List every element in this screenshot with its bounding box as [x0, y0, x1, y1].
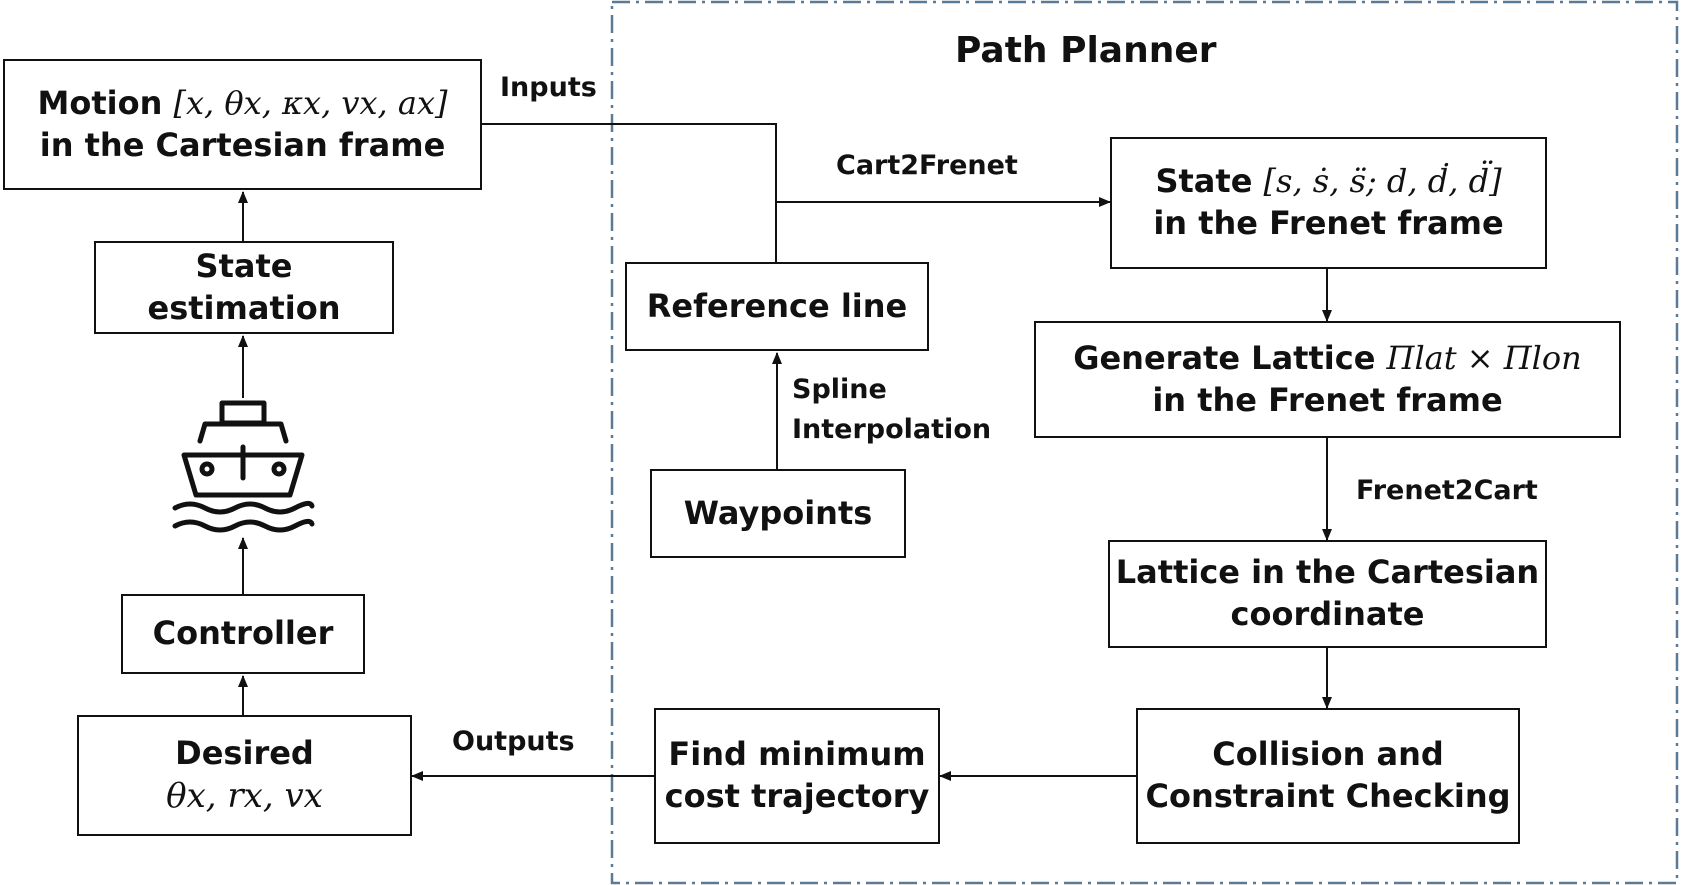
motion-line2: in the Cartesian frame	[39, 125, 446, 164]
waypoints-label: Waypoints	[683, 493, 873, 532]
lattice-cartesian-line1: Lattice in the Cartesian	[1115, 553, 1540, 592]
state-frenet-line2: in the Frenet frame	[1153, 204, 1504, 242]
state-frenet-box: State [s, ṡ, s̈; d, ḋ, d̈] in the Frenet…	[1110, 137, 1547, 269]
state-frenet-math: [s, ṡ, s̈; d, ḋ, d̈]	[1263, 162, 1502, 201]
state-estimation-line1: State	[195, 246, 293, 285]
controller-box: Controller	[121, 594, 365, 674]
desired-line1: Desired	[175, 733, 314, 772]
min-cost-line2: cost trajectory	[664, 777, 930, 815]
desired-box: Desired θx, rx, vx	[77, 715, 412, 836]
motion-box: Motion [x, θx, κx, vx, ax] in the Cartes…	[3, 59, 482, 190]
collision-line2: Constraint Checking	[1145, 777, 1511, 815]
wire-inputs	[482, 123, 777, 262]
ship-icon	[172, 400, 315, 533]
min-cost-box: Find minimum cost trajectory	[654, 708, 940, 844]
lattice-cartesian-line2: coordinate	[1230, 595, 1425, 633]
reference-line-label: Reference line	[646, 286, 908, 325]
lattice-cartesian-box: Lattice in the Cartesian coordinate	[1108, 540, 1547, 648]
state-frenet-line1: State [s, ṡ, s̈; d, ḋ, d̈]	[1155, 162, 1502, 201]
generate-lattice-line1: Generate Lattice Πlat × Πlon	[1073, 338, 1582, 377]
controller-label: Controller	[152, 614, 334, 653]
motion-math: [x, θx, κx, vx, ax]	[173, 83, 448, 122]
label-interpolation: Interpolation	[792, 414, 992, 445]
path-planner-frame	[610, 0, 1679, 885]
collision-box: Collision and Constraint Checking	[1136, 708, 1520, 844]
waypoints-box: Waypoints	[650, 469, 906, 558]
path-planner-title: Path Planner	[955, 30, 1217, 71]
reference-line-box: Reference line	[625, 262, 929, 351]
generate-lattice-math: Πlat × Πlon	[1386, 338, 1582, 377]
min-cost-line1: Find minimum	[668, 735, 926, 774]
label-spline: Spline	[792, 374, 887, 405]
label-outputs: Outputs	[452, 726, 575, 757]
label-cart2frenet: Cart2Frenet	[836, 150, 1018, 181]
motion-line1: Motion [x, θx, κx, vx, ax]	[37, 83, 448, 122]
label-frenet2cart: Frenet2Cart	[1356, 475, 1538, 506]
desired-math: θx, rx, vx	[166, 776, 323, 817]
generate-lattice-line2: in the Frenet frame	[1152, 380, 1503, 419]
collision-line1: Collision and	[1212, 735, 1444, 774]
generate-lattice-box: Generate Lattice Πlat × Πlon in the Fren…	[1034, 321, 1621, 438]
state-estimation-line2: estimation	[147, 288, 341, 327]
state-estimation-box: State estimation	[94, 241, 394, 334]
label-inputs: Inputs	[500, 72, 597, 103]
